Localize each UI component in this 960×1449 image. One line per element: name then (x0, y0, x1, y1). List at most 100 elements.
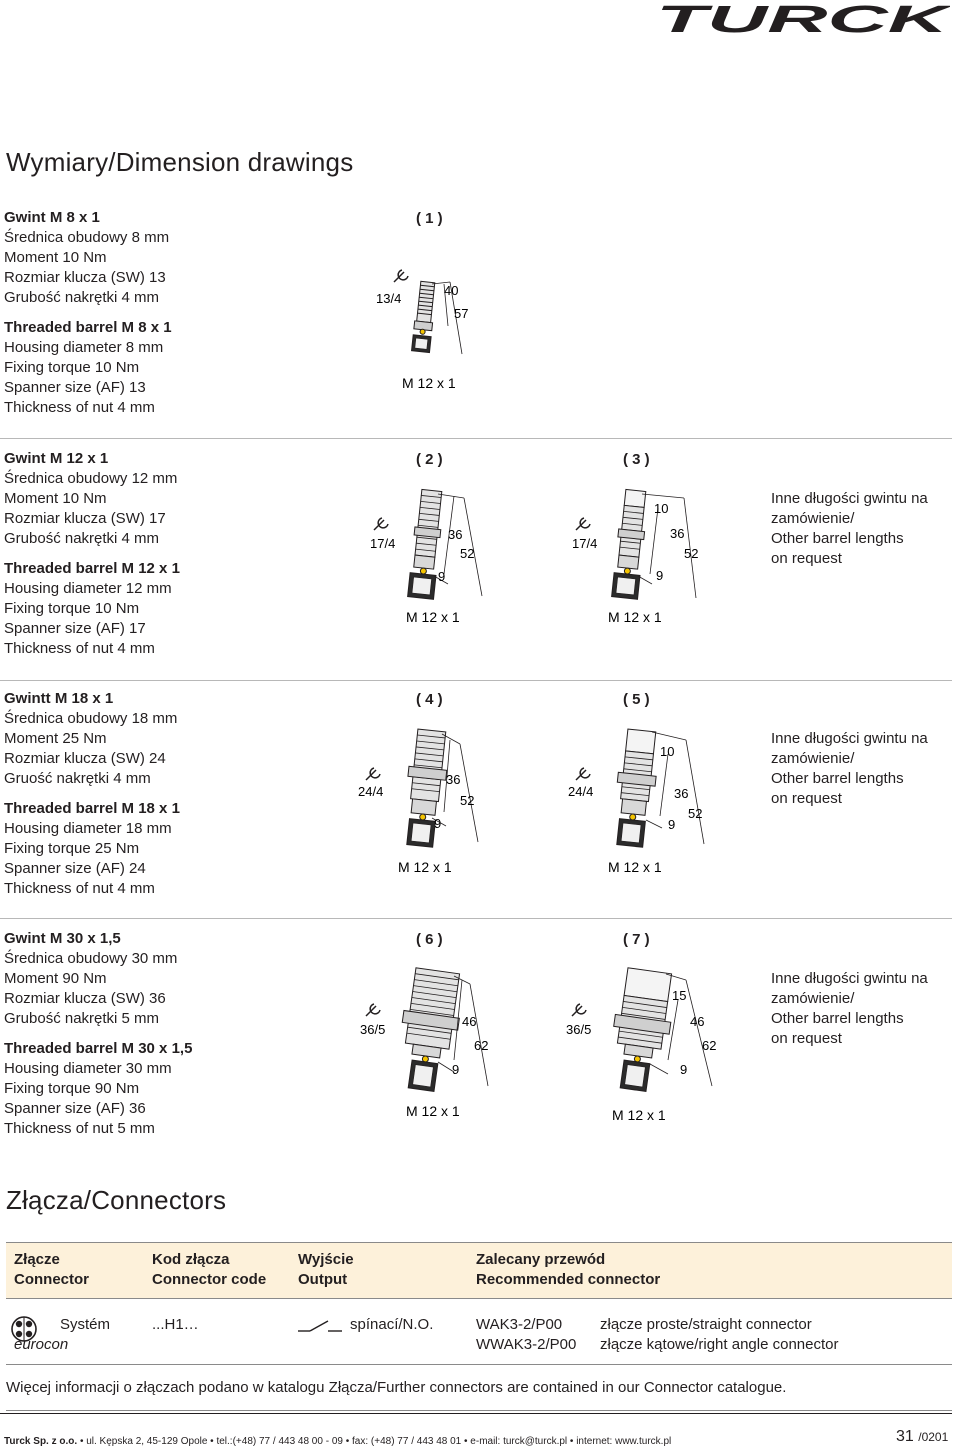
note-line: Inne długości gwintu na (771, 970, 928, 987)
figure-label: ( 3 ) (623, 451, 650, 468)
connector-thread-label: M 12 x 1 (406, 609, 460, 625)
section-divider (0, 918, 952, 919)
spec-block-m18: Gwintt M 18 x 1 Średnica obudowy 18 mm M… (4, 689, 344, 899)
dimension-label: 9 (680, 1062, 687, 1077)
spec-en-line: Thickness of nut 4 mm (4, 399, 155, 416)
dimension-label: 62 (702, 1038, 716, 1053)
dimension-label: 40 (444, 283, 458, 298)
table-row: Systém eurocon ...H1… spínací/N.O. WAK3-… (6, 1299, 952, 1365)
sensor-drawing-4: 24/4 36 52 9 M 12 x 1 (358, 728, 479, 875)
spec-en-title: Threaded barrel M 8 x 1 (4, 319, 172, 336)
spec-pl-title: Gwint M 12 x 1 (4, 450, 109, 467)
dimension-label: 52 (460, 793, 474, 808)
spanner-size-label: 24/4 (568, 784, 593, 799)
spec-en-title: Threaded barrel M 30 x 1,5 (4, 1040, 193, 1057)
dimension-label: 9 (438, 569, 445, 584)
note-line: Other barrel lengths (771, 1010, 904, 1027)
connector-thread-label: M 12 x 1 (406, 1103, 460, 1119)
spec-pl-line: Rozmiar klucza (SW) 24 (4, 750, 166, 767)
connector-thread-label: M 12 x 1 (608, 609, 662, 625)
section-divider (0, 438, 952, 439)
dimension-label: 62 (474, 1038, 488, 1053)
spanner-icon (365, 1003, 381, 1017)
eurocon-connector-icon (11, 1316, 37, 1342)
connector-thread-label: M 12 x 1 (608, 859, 662, 875)
dimension-label: 9 (656, 568, 663, 583)
dimension-label: 52 (460, 546, 474, 561)
spec-pl-line: Gruość nakrętki 4 mm (4, 770, 151, 787)
note-line: on request (771, 550, 842, 567)
spanner-icon (365, 767, 381, 781)
dimension-label: 10 (654, 501, 668, 516)
figure-label: ( 4 ) (416, 691, 443, 708)
spec-block-m8: Gwint M 8 x 1 Średnica obudowy 8 mm Mome… (4, 208, 344, 418)
spec-pl-line: Średnica obudowy 12 mm (4, 470, 178, 487)
spec-en-line: Spanner size (AF) 17 (4, 620, 146, 637)
footer-divider (0, 1413, 952, 1414)
spanner-icon (393, 269, 409, 283)
table-header-cell: Zalecany przewód Recommended connector (476, 1243, 952, 1299)
spec-en-line: Housing diameter 18 mm (4, 820, 172, 837)
dimension-label: 36 (446, 772, 460, 787)
spec-pl-line: Rozmiar klucza (SW) 36 (4, 990, 166, 1007)
recommended-code: WAK3-2/P00 (476, 1316, 563, 1333)
spec-pl-title: Gwint M 8 x 1 (4, 209, 100, 226)
spec-en-title: Threaded barrel M 18 x 1 (4, 800, 180, 817)
connector-thread-label: M 12 x 1 (612, 1107, 666, 1123)
spec-pl-line: Moment 90 Nm (4, 970, 107, 987)
dimension-label: 36 (448, 527, 462, 542)
note-line: Other barrel lengths (771, 530, 904, 547)
spanner-size-label: 13/4 (376, 291, 401, 306)
spanner-icon (571, 1003, 587, 1017)
spanner-size-label: 17/4 (572, 536, 597, 551)
spec-en-line: Spanner size (AF) 13 (4, 379, 146, 396)
note-line: Inne długości gwintu na (771, 490, 928, 507)
spanner-size-label: 17/4 (370, 536, 395, 551)
sensor-drawing-6: 36/5 46 62 9 M 12 x 1 (360, 967, 488, 1119)
output-cell: spínací/N.O. (298, 1299, 476, 1365)
header-en: Output (298, 1271, 348, 1288)
footer-contact: • ul. Kępska 2, 45-129 Opole • tel.:(+48… (79, 1436, 672, 1447)
header-pl: Złącze (14, 1251, 60, 1268)
spec-en-line: Fixing torque 10 Nm (4, 600, 140, 617)
spec-pl-line: Średnica obudowy 30 mm (4, 950, 178, 967)
footer-address: Turck Sp. z o.o. • ul. Kępska 2, 45-129 … (4, 1436, 671, 1447)
table-header-row: Złącze Connector Kod złącza Connector co… (6, 1242, 952, 1299)
spec-en-line: Fixing torque 10 Nm (4, 359, 140, 376)
header-en: Connector (14, 1271, 89, 1288)
dimension-label: 46 (462, 1014, 476, 1029)
table-header-cell: Złącze Connector (6, 1243, 152, 1299)
spec-en-title: Threaded barrel M 12 x 1 (4, 560, 180, 577)
spec-block-m30: Gwint M 30 x 1,5 Średnica obudowy 30 mm … (4, 929, 344, 1139)
note-line: Inne długości gwintu na (771, 730, 928, 747)
connectors-table: Złącze Connector Kod złącza Connector co… (6, 1242, 952, 1411)
spec-pl-line: Grubość nakrętki 5 mm (4, 1010, 160, 1027)
note-line: on request (771, 1030, 842, 1047)
header-pl: Kod złącza (152, 1251, 230, 1268)
dimension-label: 9 (452, 1062, 459, 1077)
note-line: Other barrel lengths (771, 770, 904, 787)
spec-en-line: Housing diameter 8 mm (4, 339, 164, 356)
barrel-length-note: Inne długości gwintu na zamówienie/ Othe… (771, 729, 956, 809)
spec-pl-line: Grubość nakrętki 4 mm (4, 289, 160, 306)
table-header-cell: Wyjście Output (298, 1243, 476, 1299)
connector-system-cell: Systém eurocon (6, 1299, 152, 1365)
header-en: Connector code (152, 1271, 267, 1288)
spec-pl-line: Moment 10 Nm (4, 490, 107, 507)
figure-label: ( 7 ) (623, 931, 650, 948)
spec-en-line: Thickness of nut 4 mm (4, 640, 155, 657)
dimension-label: 9 (434, 816, 441, 831)
header-pl: Zalecany przewód (476, 1251, 606, 1268)
connector-thread-label: M 12 x 1 (398, 859, 452, 875)
spec-en-line: Spanner size (AF) 24 (4, 860, 146, 877)
barrel-length-note: Inne długości gwintu na zamówienie/ Othe… (771, 489, 956, 569)
sensor-drawing-5: 24/4 10 36 52 9 M 12 x 1 (568, 728, 705, 875)
spec-pl-line: Moment 10 Nm (4, 249, 107, 266)
spec-pl-line: Średnica obudowy 18 mm (4, 710, 178, 727)
spec-pl-title: Gwintt M 18 x 1 (4, 690, 114, 707)
spec-block-m12: Gwint M 12 x 1 Średnica obudowy 12 mm Mo… (4, 449, 344, 659)
dimension-label: 46 (690, 1014, 704, 1029)
dimension-label: 57 (454, 306, 468, 321)
spanner-icon (575, 517, 591, 531)
